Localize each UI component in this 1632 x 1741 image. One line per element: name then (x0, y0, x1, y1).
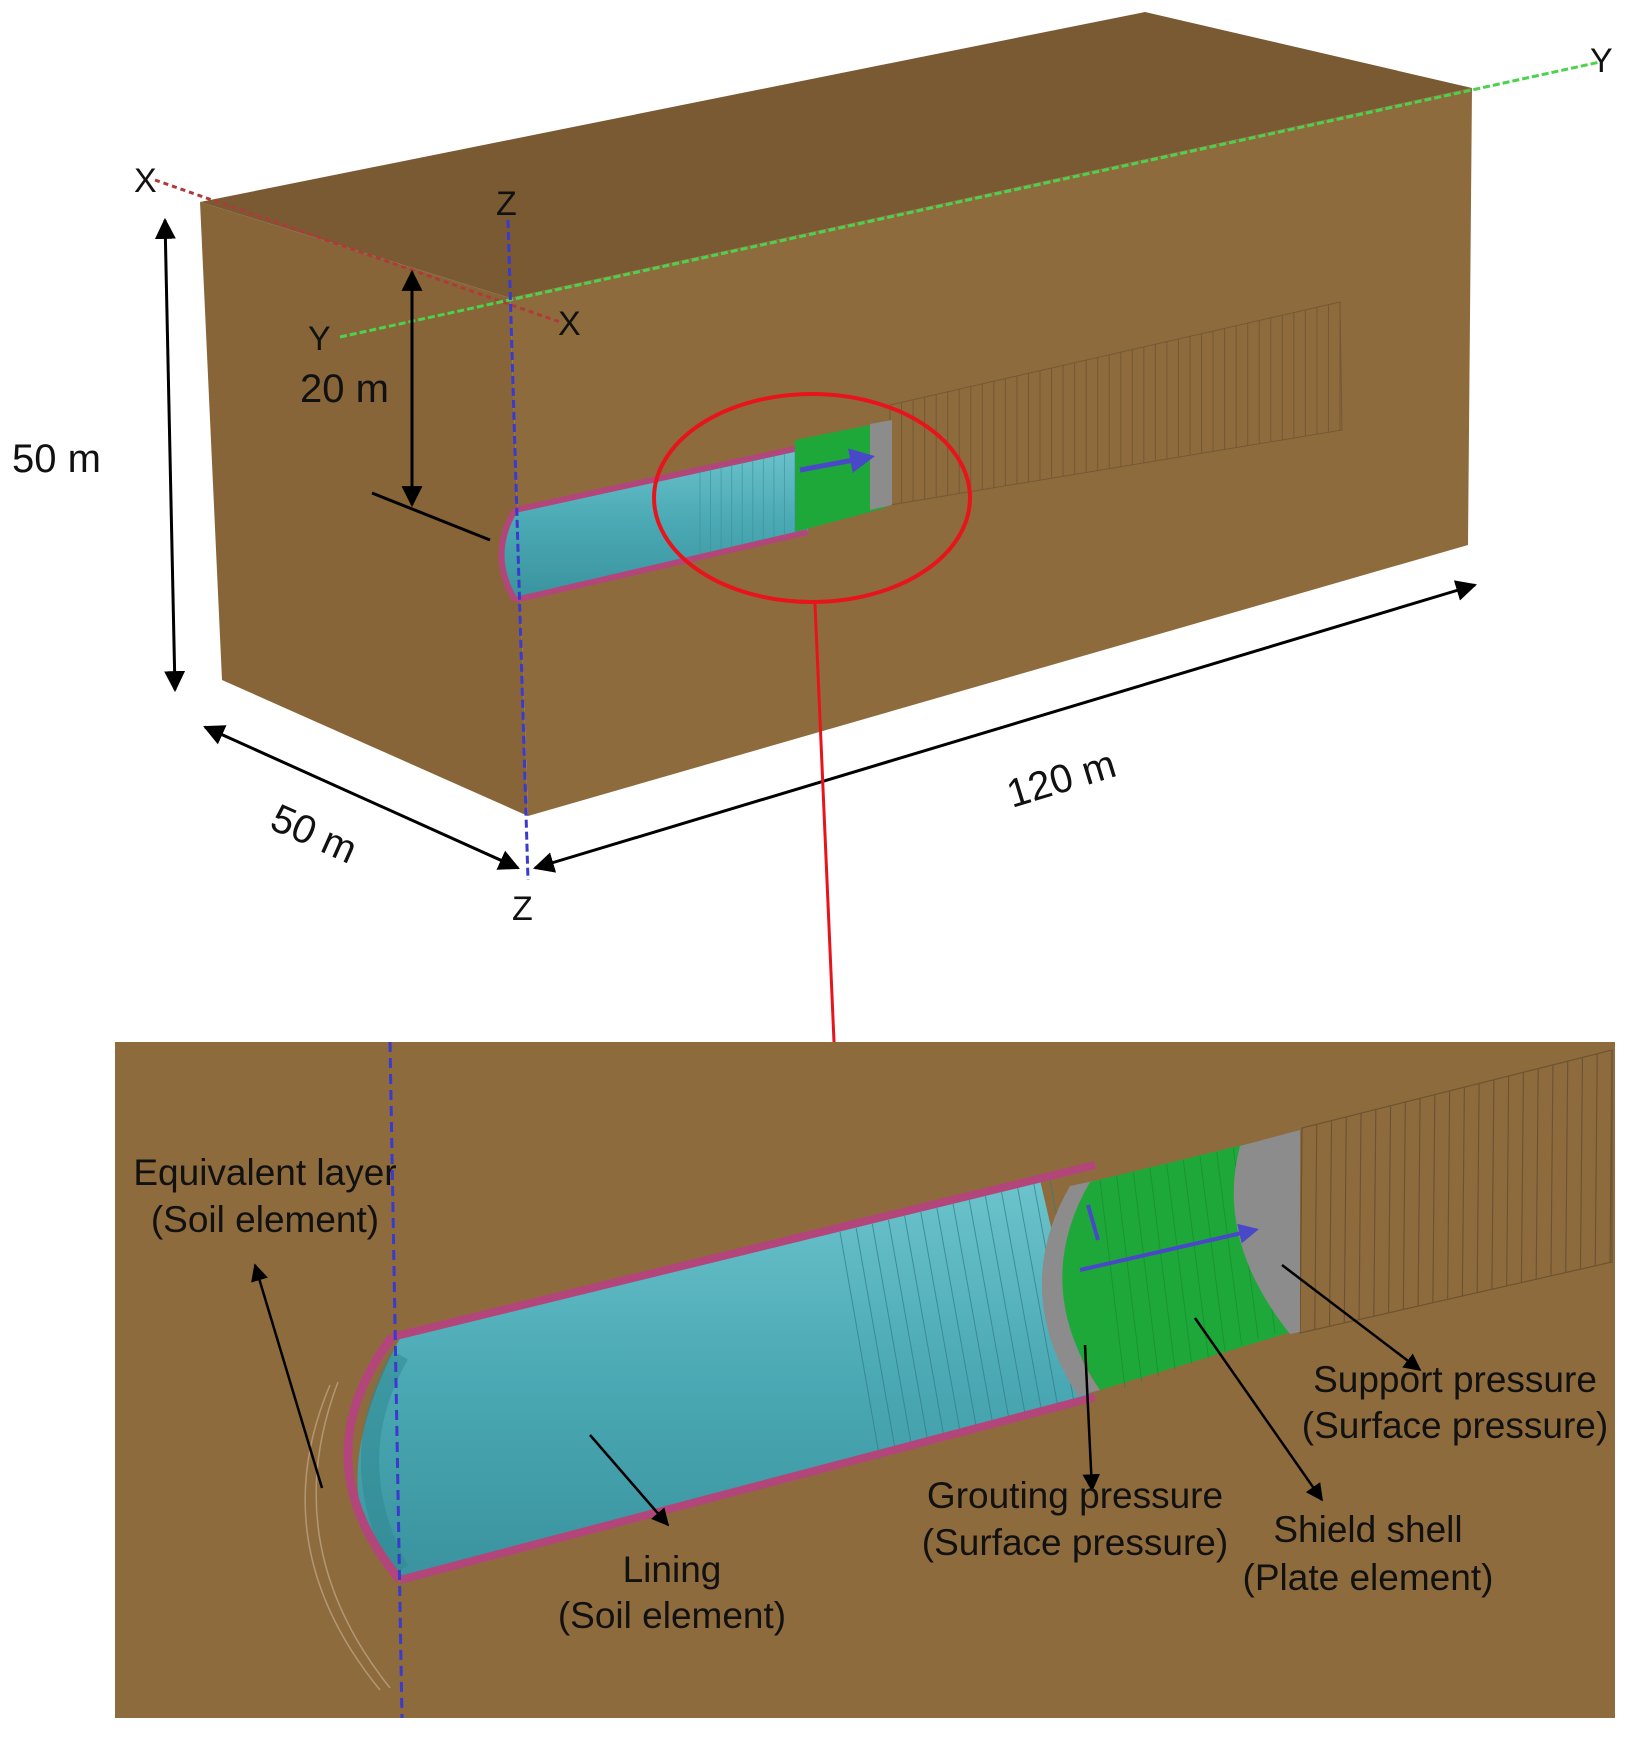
shield-shell-leader (1193, 1317, 1324, 1502)
lining-inner-shading (361, 1350, 408, 1575)
y-axis-label-end: Y (1590, 42, 1613, 80)
height-dimension-label: 50 m (12, 437, 101, 481)
soil-left-face (200, 202, 528, 816)
ring-line (952, 1203, 994, 1426)
ring-line (1099, 1179, 1126, 1389)
mesh-line (1476, 1083, 1480, 1293)
z-axis-label-top: Z (496, 185, 517, 223)
ring-line (1216, 1151, 1243, 1346)
grouting-pressure-type-label: (Surface pressure) (922, 1522, 1228, 1563)
support-face (1233, 1130, 1300, 1334)
lining-edge-bottom (398, 1393, 1097, 1584)
soil-top-face (200, 12, 1472, 298)
mesh-line (1432, 1094, 1436, 1303)
mesh-line (1314, 1124, 1318, 1330)
mesh-line (1565, 1061, 1569, 1273)
x-axis-label-end: X (558, 305, 581, 343)
dimensions (154, 217, 1478, 873)
z-axis-detail (388, 1041, 404, 1719)
mesh-line (1594, 1053, 1598, 1266)
ring-line (871, 1223, 913, 1451)
height-dimension-line (154, 217, 186, 693)
ring-line (936, 1207, 978, 1431)
y-axis (339, 60, 1601, 339)
equivalent-layer-label: Equivalent layer (133, 1152, 396, 1193)
length-dimension-label: 120 m (1002, 742, 1121, 817)
ring-line (839, 1231, 881, 1461)
mesh-line (1506, 1075, 1510, 1286)
lining-type-label: (Soil element) (558, 1595, 786, 1636)
face-top-view (870, 420, 892, 510)
lining-leader (589, 1434, 670, 1527)
mesh-line (1609, 1049, 1613, 1263)
mesh-line (1373, 1109, 1377, 1317)
shield-shell-type-label: (Plate element) (1243, 1557, 1494, 1598)
mesh-line (1520, 1072, 1525, 1283)
support-pressure-label: Support pressure (1313, 1359, 1597, 1400)
equivalent-layer-leader (251, 1263, 324, 1489)
ring-line (1001, 1191, 1043, 1411)
mesh-line (1387, 1105, 1392, 1313)
ring-line (1132, 1171, 1159, 1376)
axes-top-view: X X Y Y Z Z (134, 42, 1613, 928)
equivalent-layer-rings (304, 1381, 391, 1691)
ring-line (1017, 1187, 1059, 1406)
grouting-pressure-leader (1082, 1344, 1100, 1492)
ring-line (887, 1219, 929, 1446)
mesh-line (1417, 1098, 1421, 1306)
detail-view: Equivalent layer (Soil element) Lining (… (115, 1041, 1615, 1719)
support-pressure-arrow (1079, 1223, 1259, 1272)
ring-line (984, 1195, 1026, 1416)
mesh-line (1447, 1090, 1451, 1300)
mesh-line (1579, 1057, 1584, 1269)
ring-line (1166, 1163, 1193, 1364)
ring-line (1199, 1155, 1226, 1352)
x-axis-label-start: X (134, 162, 157, 200)
lining-rings (839, 1179, 1091, 1461)
lining-edge-top-view (514, 443, 809, 513)
shield-shell-label: Shield shell (1273, 1509, 1462, 1550)
mesh-line (1402, 1101, 1406, 1310)
leader-arrows (251, 1263, 1422, 1527)
lining-edge-front (343, 1334, 404, 1583)
grouting-pressure-arrow (1086, 1204, 1100, 1241)
depth-leader-line (371, 491, 491, 542)
tunnel-top-view (498, 420, 892, 603)
grouting-ring (1041, 1180, 1100, 1396)
lining-label: Lining (623, 1549, 722, 1590)
ring-line (1149, 1167, 1176, 1370)
tunnel-mesh-remote-detail (1299, 1049, 1613, 1334)
z-axis-label-bottom: Z (512, 890, 533, 928)
mesh-line (1343, 1116, 1347, 1323)
ring-line (968, 1199, 1010, 1421)
mesh-line (1461, 1087, 1465, 1296)
y-axis-label-start: Y (308, 320, 331, 358)
z-axis (506, 219, 530, 881)
equivalent-layer-type-label: (Soil element) (151, 1199, 379, 1240)
ring-line (855, 1227, 897, 1456)
mesh-line (1358, 1113, 1362, 1320)
mesh-line (1550, 1064, 1554, 1276)
ring-line (1116, 1175, 1143, 1382)
mesh-line (1299, 1127, 1303, 1334)
grouting-pressure-label: Grouting pressure (927, 1475, 1223, 1516)
length-dimension-line (532, 580, 1478, 873)
depth-dimension-label: 20 m (300, 367, 389, 411)
lining-edge-top (391, 1161, 1096, 1341)
width-dimension-line (203, 725, 520, 870)
lining-detail (357, 1180, 1090, 1578)
mesh-line (1535, 1068, 1539, 1279)
width-dimension-label: 50 m (264, 796, 363, 872)
mesh-line (1328, 1120, 1333, 1327)
ring-line (1182, 1159, 1209, 1358)
ring-line (904, 1215, 946, 1441)
mesh-line (1491, 1079, 1495, 1290)
support-pressure-type-label: (Surface pressure) (1302, 1405, 1608, 1446)
support-pressure-leader (1281, 1264, 1422, 1372)
ring-line (920, 1211, 962, 1436)
highlight-ellipse (652, 392, 972, 604)
